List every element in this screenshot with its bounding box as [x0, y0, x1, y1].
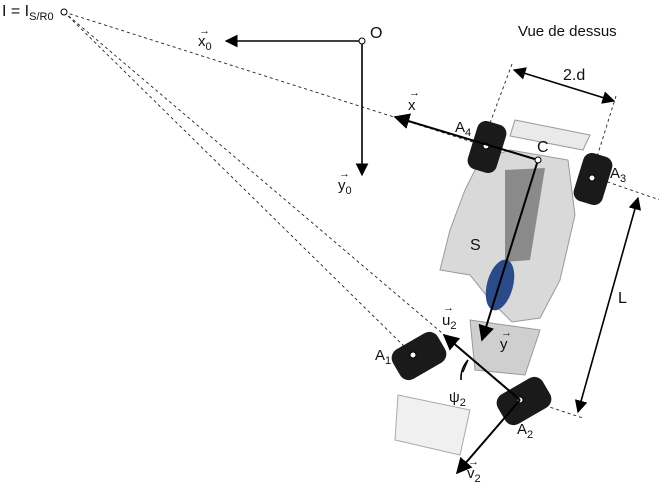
- point-c-marker: [534, 156, 542, 164]
- wheel-a2: [496, 376, 552, 426]
- track-dimension-arrow: [512, 67, 616, 104]
- label-origin: O: [370, 25, 382, 42]
- label-u2: u2: [442, 312, 456, 332]
- label-view: Vue de dessus: [518, 23, 617, 40]
- label-a3: A3: [610, 165, 626, 185]
- x-axis: [393, 113, 539, 161]
- y-axis: [478, 159, 539, 342]
- fixed-frame: [224, 34, 369, 177]
- point-o-marker: [358, 37, 366, 45]
- car-body: [394, 119, 591, 456]
- labels: I = IS/R0 O x0 → y0 → Vue de dessus 2.d …: [2, 3, 627, 485]
- body-frame: [393, 113, 542, 342]
- label-a1: A1: [375, 347, 391, 367]
- label-psi2: ψ2: [449, 389, 466, 409]
- label-icr: I = IS/R0: [2, 3, 54, 23]
- dashed-line-to-a1: [63, 11, 414, 356]
- u2-vector-arrow: →: [443, 302, 454, 314]
- y0-vector-arrow: →: [339, 168, 350, 180]
- dimensions: [512, 67, 642, 414]
- label-s: S: [470, 237, 481, 254]
- wheelbase-dimension-arrow: [574, 196, 642, 414]
- label-a2: A2: [517, 421, 533, 441]
- rear-wing: [394, 394, 471, 456]
- wheel-a1: [391, 331, 447, 381]
- y-vector-arrow: →: [501, 327, 512, 339]
- label-l: L: [618, 290, 627, 307]
- psi2-angle-tick: [462, 359, 469, 373]
- point-i-marker: [60, 8, 68, 16]
- dashed-dim-right: [595, 95, 617, 161]
- car-cockpit: [505, 168, 545, 262]
- v2-vector-arrow: →: [468, 456, 479, 468]
- front-wing: [509, 119, 591, 151]
- wheel-vectors: [442, 333, 521, 475]
- u2-vector: [442, 333, 521, 401]
- label-track: 2.d: [563, 67, 585, 84]
- label-v2: v2: [467, 465, 481, 485]
- label-x0: x0: [198, 33, 212, 53]
- label-y0: y0: [338, 177, 352, 197]
- point-a3-marker: [588, 174, 596, 182]
- dashed-l-top: [595, 177, 659, 201]
- wheels: [391, 120, 613, 426]
- x-vector-arrow: →: [409, 87, 420, 99]
- label-a4: A4: [455, 119, 471, 139]
- v2-vector: [455, 399, 521, 475]
- label-x: x: [408, 97, 416, 114]
- point-a1-marker: [409, 351, 417, 359]
- label-y: y: [500, 336, 508, 353]
- label-c: C: [537, 139, 549, 156]
- x0-vector-arrow: →: [199, 25, 210, 37]
- dashed-l-bottom: [521, 397, 584, 419]
